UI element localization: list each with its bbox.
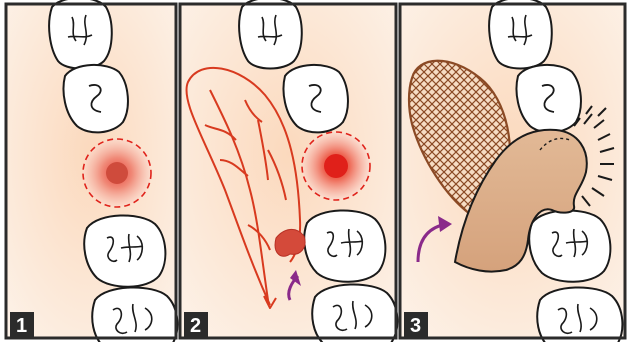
tooth-illustration	[92, 287, 177, 342]
lesion-marker	[302, 132, 370, 200]
tooth-illustration	[312, 284, 397, 342]
tooth-illustration	[284, 65, 348, 132]
panel-1-number: 1	[16, 315, 27, 337]
panel-2: 2	[180, 0, 397, 342]
panel-2-number: 2	[190, 315, 201, 337]
tooth-illustration	[304, 210, 385, 281]
panel-3-number: 3	[410, 315, 421, 337]
tooth-illustration	[239, 0, 302, 69]
tooth-illustration	[529, 210, 610, 281]
panel-3: 3	[400, 0, 625, 342]
panel-2-label: 2	[184, 312, 208, 338]
tooth-illustration	[84, 215, 165, 286]
lesion-marker	[83, 139, 151, 207]
tooth-illustration	[64, 65, 128, 132]
panel-1-label: 1	[10, 312, 34, 338]
panel-3-label: 3	[404, 312, 428, 338]
tooth-illustration	[49, 0, 112, 69]
panel-1: 1	[6, 0, 177, 342]
tooth-illustration	[517, 65, 581, 132]
tooth-illustration	[489, 0, 552, 69]
tooth-illustration	[537, 287, 622, 342]
